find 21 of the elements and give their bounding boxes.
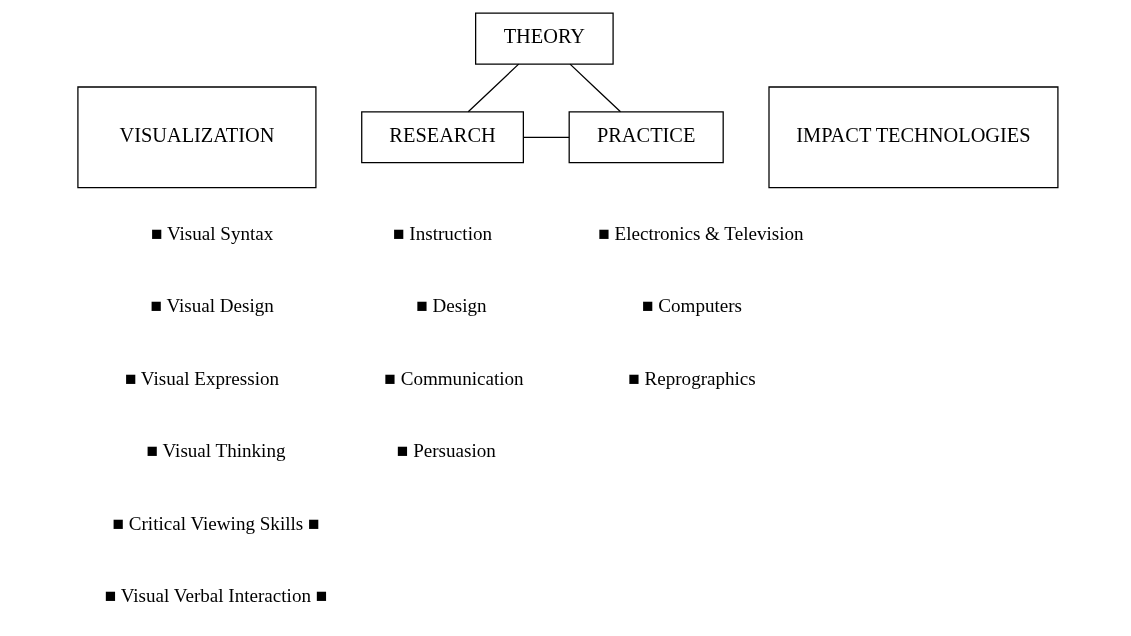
label: ■ Visual Expression: [124, 367, 279, 389]
label: ■ Computers: [641, 295, 742, 317]
label: ■ Visual Thinking: [146, 440, 285, 462]
node-box: RESEARCH: [360, 111, 524, 164]
label: ■ Persuasion: [396, 440, 496, 462]
node-box: IMPACT TECHNOLOGIES: [767, 86, 1059, 189]
label: ■ Visual Syntax: [150, 222, 273, 244]
label: ■ Reprographics: [627, 367, 756, 389]
label: ■ Visual Design: [149, 295, 274, 317]
label: ■ Critical Viewing Skills ■: [111, 512, 320, 534]
node-box: THEORY: [474, 12, 614, 65]
label: ■ Design: [415, 295, 487, 317]
label: ■ Visual Verbal Interaction ■: [104, 585, 327, 607]
node-box: PRACTICE: [568, 111, 724, 164]
label: ■ Instruction: [392, 222, 492, 244]
connector: [568, 63, 621, 113]
label: ■ Electronics & Television: [597, 222, 804, 244]
node-box: VISUALIZATION: [76, 86, 317, 189]
label: ■ Communication: [383, 367, 524, 389]
connector: [522, 136, 570, 138]
connector: [467, 63, 519, 113]
